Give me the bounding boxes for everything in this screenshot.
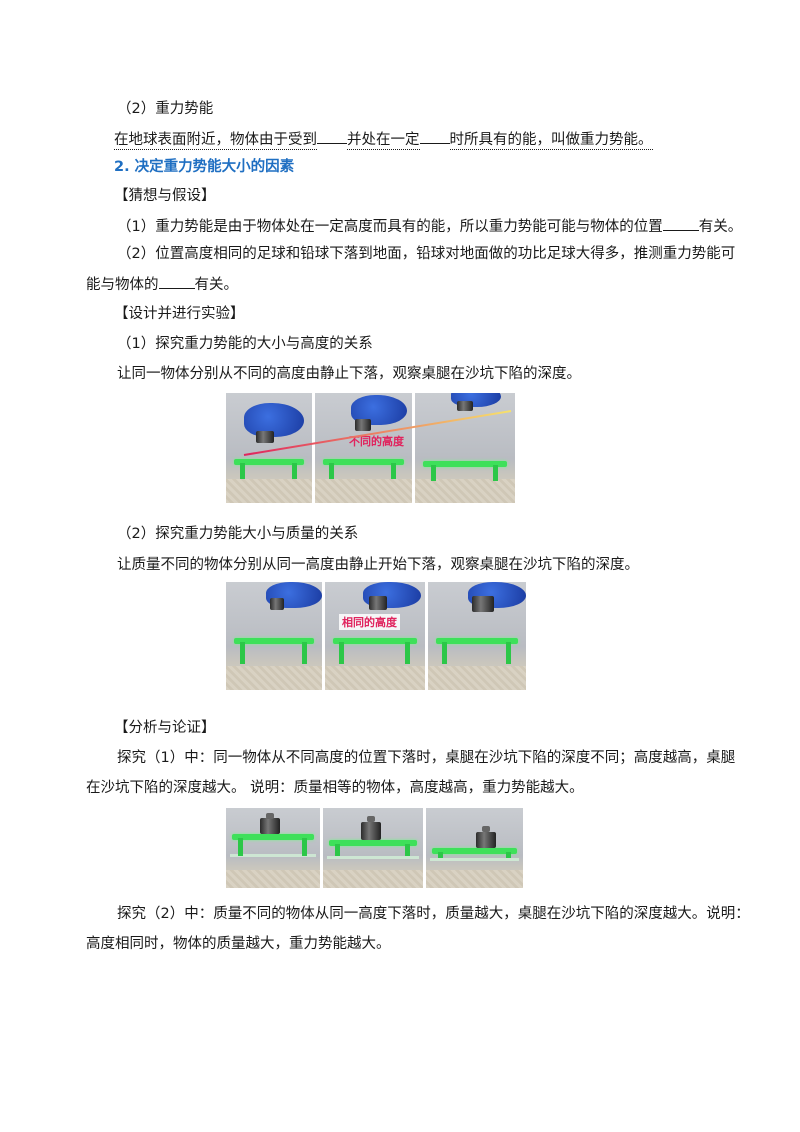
table-leg <box>339 642 344 664</box>
glass-plate <box>429 858 520 861</box>
weight-icon <box>457 401 473 411</box>
exp1-title: （1）探究重力势能的大小与高度的关系 <box>117 336 373 352</box>
guess-1-text: （1）重力势能是由于物体处在一定高度而具有的能，所以重力势能可能与物体的位置 <box>117 219 663 235</box>
exp1-photo-3 <box>415 393 515 503</box>
height-gradient-line <box>256 609 522 611</box>
sand-pit <box>415 478 515 503</box>
sand-pit <box>226 666 322 690</box>
guess-heading: 【猜想与假设】 <box>114 188 216 204</box>
table-leg <box>335 844 340 856</box>
exp2-desc: 让质量不同的物体分别从同一高度由静止开始下落，观察桌腿在沙坑下陷的深度。 <box>117 557 639 573</box>
exp1-photo-1 <box>226 393 312 503</box>
blank-3 <box>662 215 699 231</box>
design-heading: 【设计并进行实验】 <box>114 306 245 322</box>
exp2-photo-2: 相同的高度 <box>325 582 425 690</box>
analysis-1-line1: 探究（1）中：同一物体从不同高度的位置下落时，桌腿在沙坑下陷的深度不同；高度越高… <box>117 750 736 766</box>
weight-icon <box>355 419 371 431</box>
table-icon <box>432 848 517 854</box>
factors-heading: 2. 决定重力势能大小的因素 <box>114 159 295 175</box>
weight-icon <box>369 596 387 610</box>
table-leg <box>238 838 243 856</box>
guess-2-text: 能与物体的 <box>86 277 159 293</box>
guess-1: （1）重力势能是由于物体处在一定高度而具有的能，所以重力势能可能与物体的位置 有关… <box>117 215 742 237</box>
analysis-heading: 【分析与论证】 <box>114 720 216 736</box>
table-leg <box>506 852 511 858</box>
weight-icon <box>476 832 496 848</box>
exp2-title: （2）探究重力势能大小与质量的关系 <box>117 526 359 542</box>
analysis-2-line1: 探究（2）中：质量不同的物体从同一高度下落时，质量越大，桌腿在沙坑下陷的深度越大… <box>117 906 750 922</box>
table-icon <box>323 459 404 465</box>
height-gradient-line <box>243 410 512 456</box>
gpe-def-part-c: 时所具有的能，叫做重力势能。 <box>449 132 653 150</box>
sand-pit <box>426 870 523 888</box>
weight-icon <box>260 818 280 834</box>
blank-1 <box>317 128 347 144</box>
weight-icon <box>270 598 284 610</box>
gpe-subtitle: （2）重力势能 <box>117 101 214 117</box>
weight-icon <box>472 596 494 612</box>
table-icon <box>333 638 417 644</box>
table-leg <box>438 852 443 858</box>
guess-2-end: 有关。 <box>194 277 239 293</box>
table-leg <box>405 844 410 856</box>
guess-2-line2: 能与物体的 有关。 <box>86 273 238 295</box>
table-leg <box>405 642 410 664</box>
guess-1-end: 有关。 <box>698 219 743 235</box>
weight-icon <box>256 431 274 443</box>
glove-icon <box>244 403 304 437</box>
table-leg <box>240 463 245 479</box>
table-icon <box>436 638 518 644</box>
analysis-photo-3 <box>426 808 523 888</box>
gpe-def-part-a: 在地球表面附近，物体由于受到 <box>114 132 317 150</box>
weight-knob <box>482 826 490 832</box>
table-leg <box>302 838 307 856</box>
table-leg <box>431 465 436 481</box>
blank-4 <box>158 273 195 289</box>
table-icon <box>234 459 304 465</box>
analysis-1-line2: 在沙坑下陷的深度越大。 说明：质量相等的物体，高度越高，重力势能越大。 <box>86 780 584 796</box>
blank-2 <box>419 128 450 144</box>
height-label: 不同的高度 <box>349 435 404 448</box>
table-leg <box>329 463 334 479</box>
table-leg <box>442 642 447 664</box>
table-leg <box>302 642 307 664</box>
weight-knob <box>266 813 274 819</box>
exp2-photo-row: 相同的高度 <box>226 582 526 690</box>
weight-icon <box>361 822 381 840</box>
table-icon <box>329 840 417 846</box>
table-icon <box>423 461 507 467</box>
table-icon <box>232 834 314 840</box>
table-leg <box>506 642 511 664</box>
table-leg <box>391 463 396 479</box>
table-icon <box>234 638 314 644</box>
exp1-photo-row: 不同的高度 <box>226 393 515 503</box>
glass-plate <box>327 856 419 859</box>
table-leg <box>292 463 297 479</box>
table-leg <box>493 465 498 481</box>
sand-pit <box>428 666 526 690</box>
gpe-definition: 在地球表面附近，物体由于受到 并处在一定 时所具有的能，叫做重力势能。 <box>114 128 653 150</box>
analysis-photo-2 <box>323 808 423 888</box>
analysis-photo-1 <box>226 808 320 888</box>
exp1-photo-2: 不同的高度 <box>315 393 412 503</box>
exp2-photo-3 <box>428 582 526 690</box>
weight-knob <box>367 816 375 822</box>
sand-pit <box>323 870 423 888</box>
analysis-photo-row <box>226 808 523 888</box>
sand-pit <box>226 870 320 888</box>
table-leg <box>240 642 245 664</box>
exp2-photo-1 <box>226 582 322 690</box>
sand-pit <box>325 666 425 690</box>
glass-plate <box>229 854 317 857</box>
exp1-desc: 让同一物体分别从不同的高度由静止下落，观察桌腿在沙坑下陷的深度。 <box>117 366 581 382</box>
guess-2-line1: （2）位置高度相同的足球和铅球下落到地面，铅球对地面做的功比足球大得多，推测重力… <box>117 246 736 262</box>
analysis-2-line2: 高度相同时，物体的质量越大，重力势能越大。 <box>86 936 391 952</box>
sand-pit <box>226 478 312 503</box>
sand-pit <box>315 478 412 503</box>
height-label: 相同的高度 <box>339 614 400 630</box>
gpe-def-part-b: 并处在一定 <box>347 132 420 150</box>
